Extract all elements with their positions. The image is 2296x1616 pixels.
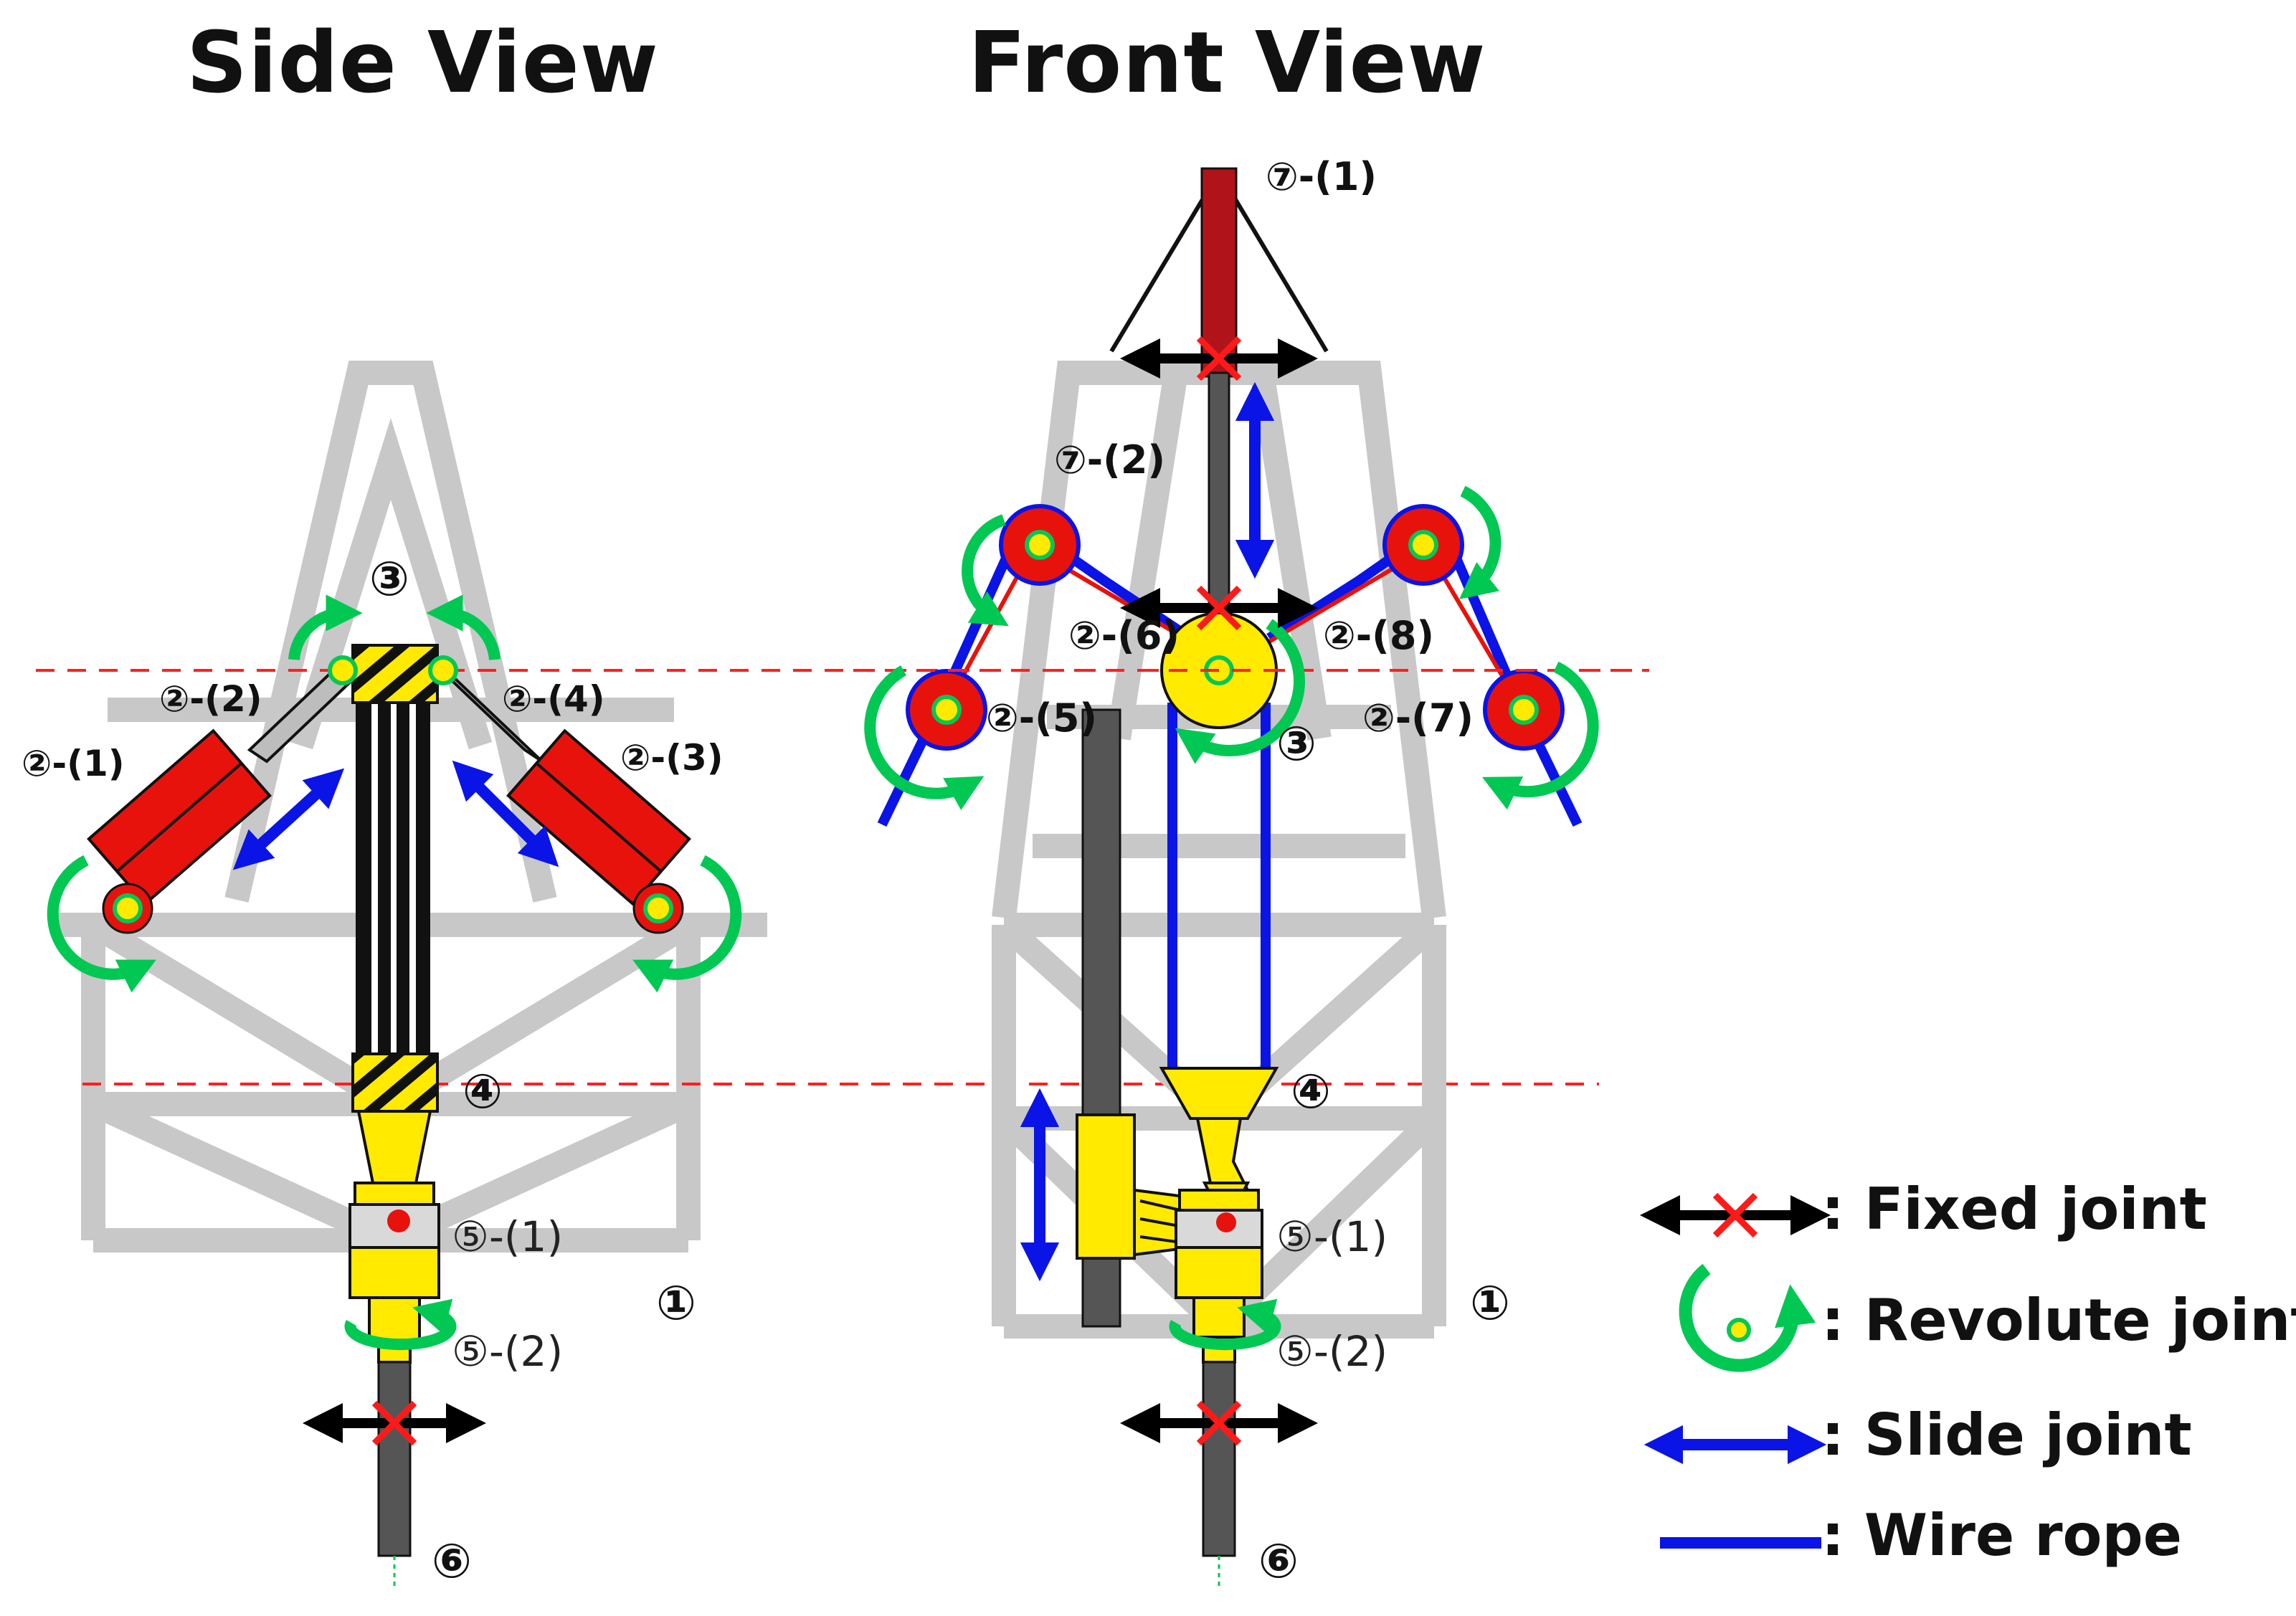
side-crown-block — [351, 644, 439, 704]
front-dolly — [1076, 1113, 1192, 1260]
front-travel-block — [1159, 1067, 1279, 1199]
side-revolute-joints — [102, 655, 684, 934]
front-view-title: Front View — [968, 13, 1486, 112]
side-rotation-arrows — [47, 594, 742, 1351]
legend-wire-label: : Wire rope — [1821, 1502, 2183, 1569]
front-label-7-2: ⑦-(2) — [1054, 437, 1165, 483]
front-label-3: ③ — [1276, 716, 1317, 771]
side-label-5-1: ⑤-(1) — [452, 1212, 563, 1261]
front-fixed-joints — [1120, 336, 1318, 1446]
side-drill-pipe — [377, 1361, 412, 1557]
front-slide-arrows — [1020, 381, 1275, 1282]
front-label-2-6: ②-(6) — [1068, 613, 1180, 658]
legend-slide-label: : Slide joint — [1821, 1402, 2192, 1468]
front-label-1: ① — [1470, 1275, 1510, 1331]
side-label-2-1: ②-(1) — [22, 743, 125, 784]
side-top-drive — [348, 1110, 440, 1364]
front-label-4: ④ — [1291, 1064, 1331, 1119]
side-fixed-joint — [303, 1400, 486, 1446]
side-label-1: ① — [656, 1275, 696, 1331]
side-travel-block — [351, 1052, 439, 1113]
side-label-5-2: ⑤-(2) — [452, 1327, 563, 1376]
front-label-2-5: ②-(5) — [986, 695, 1097, 741]
front-rotation-arrows — [864, 485, 1599, 1351]
side-label-2-3: ②-(3) — [620, 737, 724, 779]
legend-revolute-icon — [1679, 1263, 1816, 1372]
front-label-7-1: ⑦-(1) — [1266, 154, 1377, 199]
front-label-5-1: ⑤-(1) — [1276, 1212, 1387, 1261]
front-label-2-7: ②-(7) — [1362, 695, 1474, 741]
legend-fixed-icon — [1640, 1192, 1831, 1238]
side-cylinder-left — [87, 728, 272, 906]
front-label-6: ⑥ — [1258, 1534, 1299, 1589]
side-view-title: Side View — [186, 13, 659, 112]
front-label-2-8: ②-(8) — [1323, 613, 1434, 658]
front-label-5-2: ⑤-(2) — [1276, 1327, 1387, 1376]
side-slide-arrows — [232, 760, 559, 870]
side-label-2-4: ②-(4) — [502, 678, 605, 720]
side-label-6: ⑥ — [432, 1534, 472, 1589]
legend-revolute-label: : Revolute joint — [1821, 1287, 2296, 1354]
front-drill-pipe — [1202, 1361, 1236, 1557]
side-label-3: ③ — [369, 551, 409, 607]
side-label-2-2: ②-(2) — [159, 678, 262, 720]
front-sheaves — [906, 504, 1565, 751]
side-mast-rods — [356, 672, 430, 1063]
legend-fixed-label: : Fixed joint — [1821, 1176, 2207, 1242]
side-label-4: ④ — [462, 1064, 503, 1119]
